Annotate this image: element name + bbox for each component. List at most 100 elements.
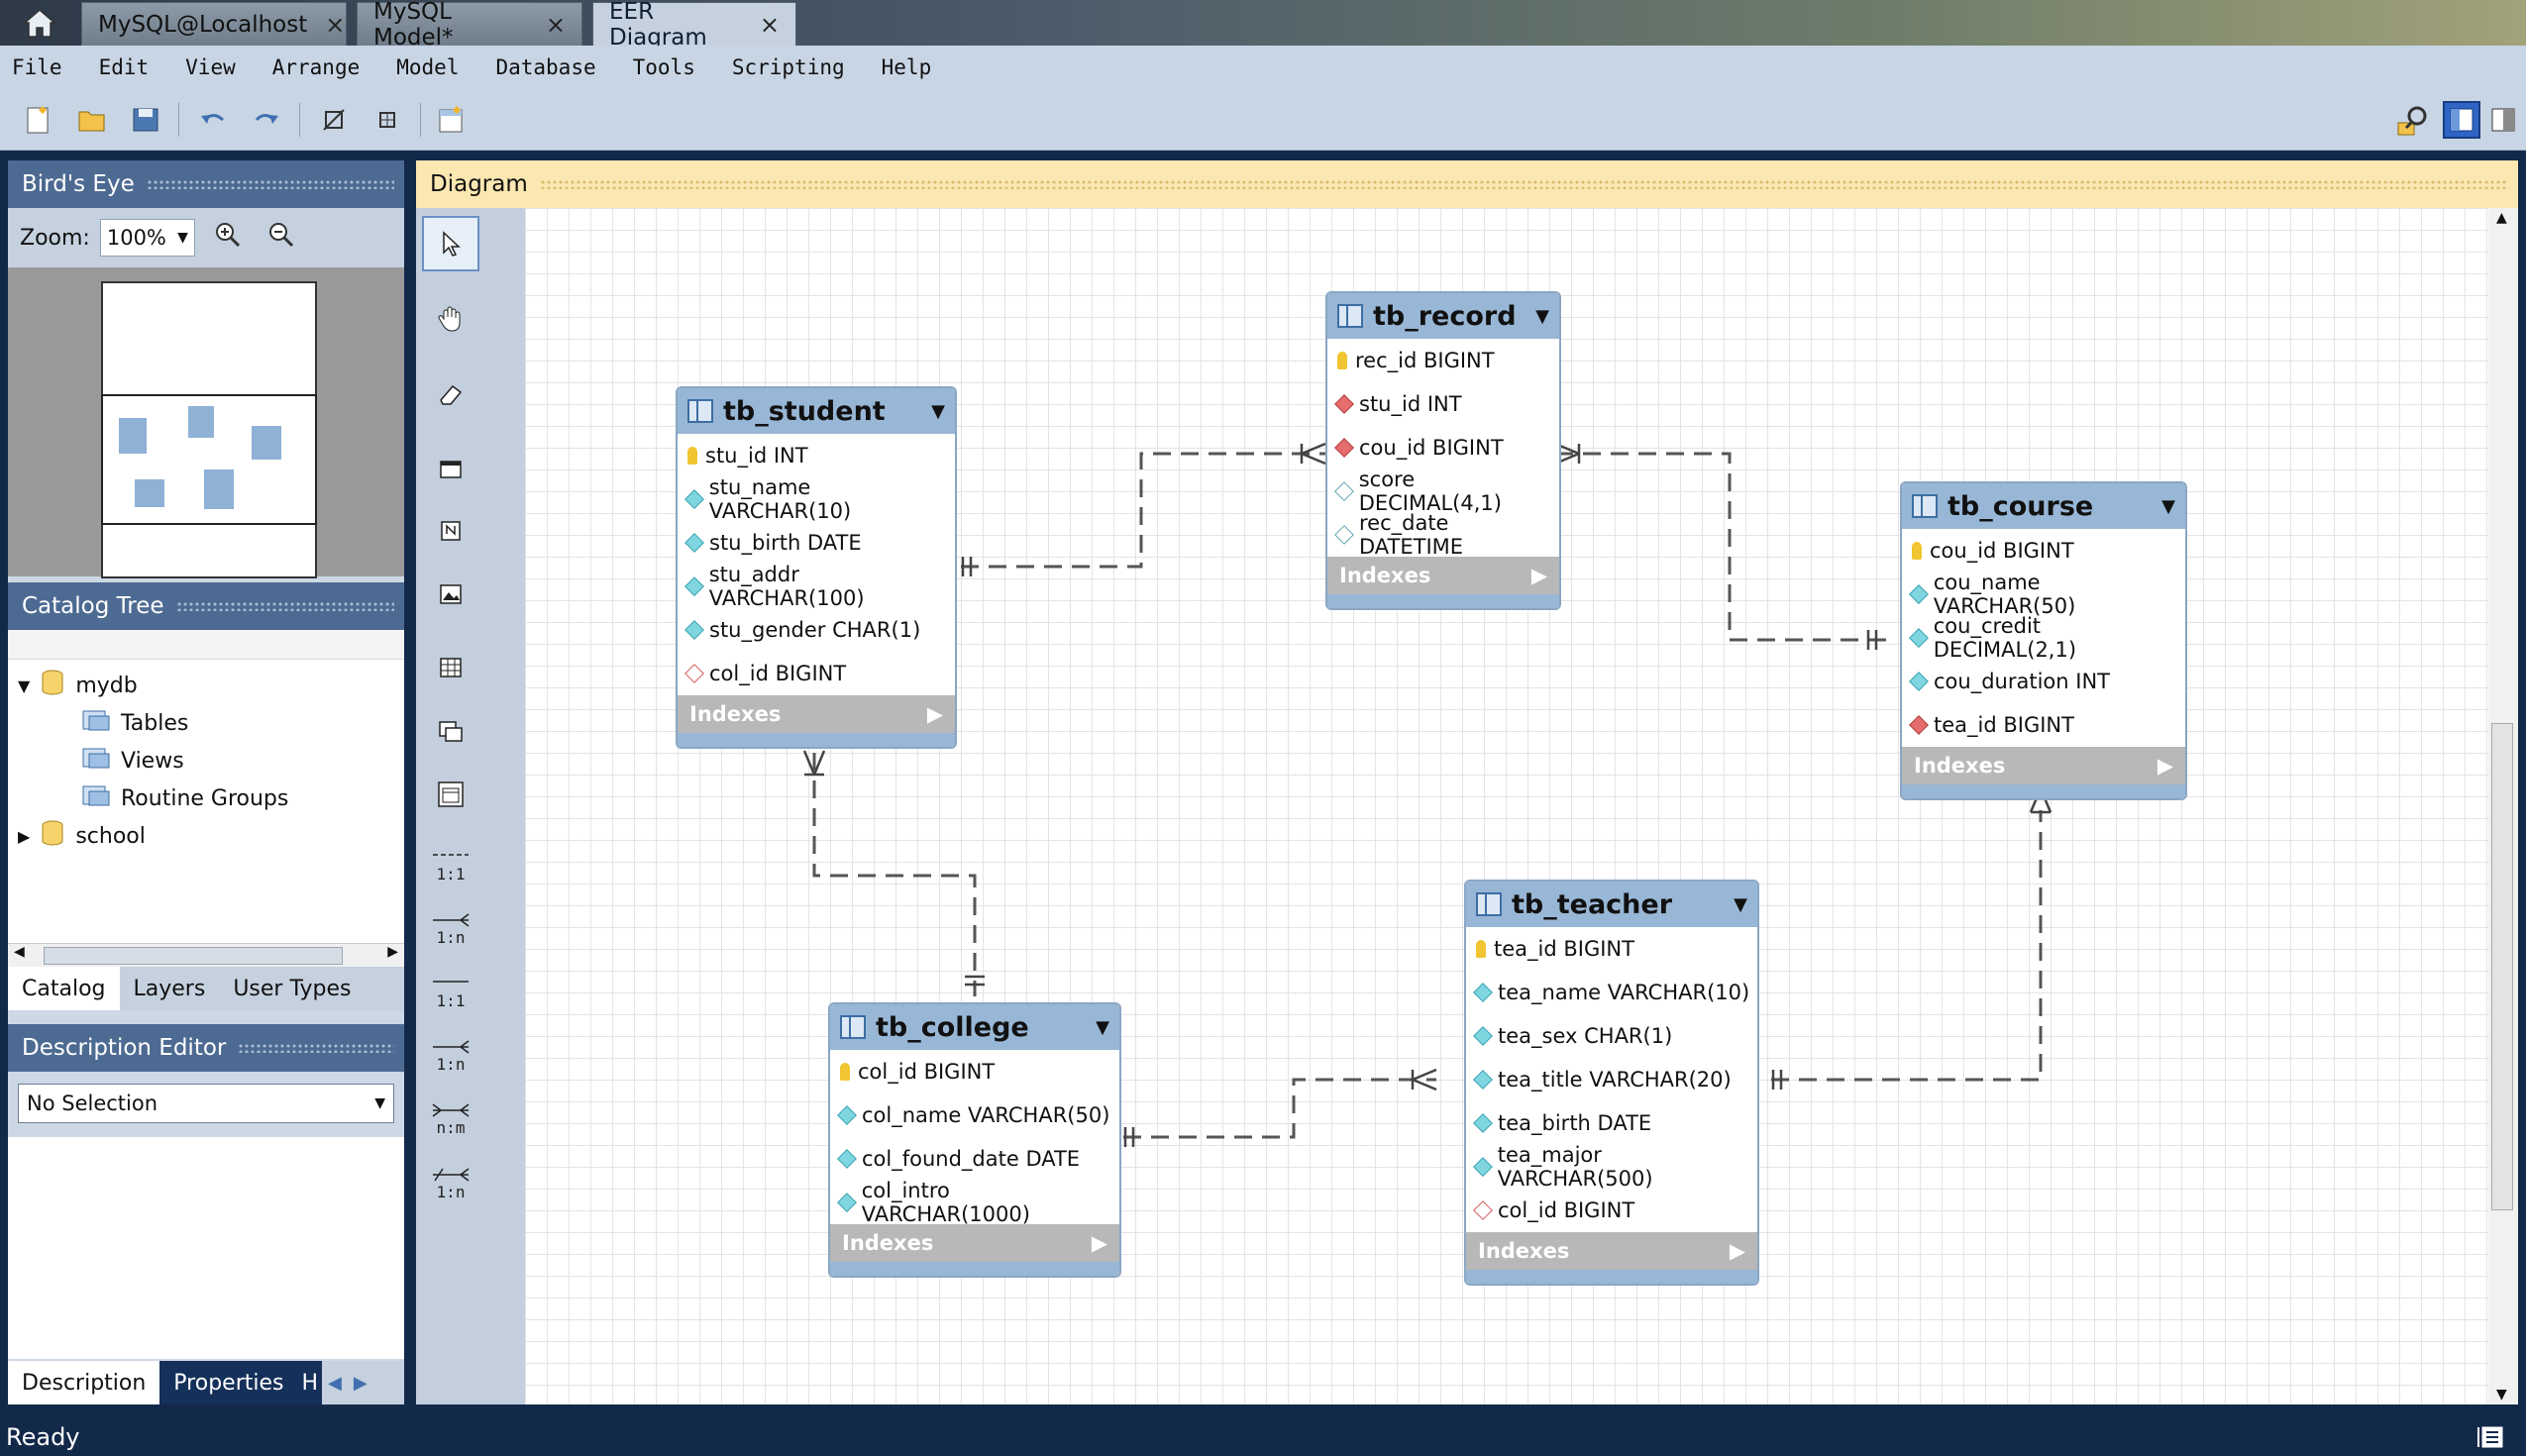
- column-row[interactable]: tea_major VARCHAR(500): [1466, 1143, 1757, 1191]
- zoom-out-icon[interactable]: [266, 220, 296, 256]
- column-row[interactable]: rec_date DATETIME: [1327, 511, 1559, 559]
- close-icon[interactable]: ×: [325, 10, 346, 39]
- image-tool-icon[interactable]: [422, 567, 479, 622]
- zoom-select[interactable]: 100% ▼: [99, 219, 195, 257]
- column-row[interactable]: tea_id BIGINT: [1902, 703, 2185, 747]
- indexes-section[interactable]: Indexes▶: [1327, 557, 1559, 594]
- table-header[interactable]: tb_student▼: [678, 388, 955, 434]
- column-row[interactable]: stu_gender CHAR(1): [678, 608, 955, 652]
- column-row[interactable]: col_intro VARCHAR(1000): [830, 1179, 1119, 1226]
- column-row[interactable]: stu_addr VARCHAR(100): [678, 563, 955, 610]
- table-header[interactable]: tb_record▼: [1327, 293, 1559, 339]
- new-diagram-icon[interactable]: [432, 101, 470, 139]
- collapse-arrow-icon[interactable]: ▼: [931, 400, 945, 422]
- table-tb-college[interactable]: tb_college▼ col_id BIGINT col_name VARCH…: [828, 1002, 1121, 1278]
- expand-arrow-icon[interactable]: ▶: [1091, 1231, 1107, 1255]
- column-row[interactable]: col_id BIGINT: [678, 652, 955, 695]
- tab-properties[interactable]: Properties: [159, 1361, 298, 1404]
- menu-scripting[interactable]: Scripting: [731, 55, 845, 79]
- expand-arrow-icon[interactable]: ▶: [1729, 1239, 1745, 1263]
- relation-n-m-tool[interactable]: n:m: [422, 1092, 479, 1147]
- save-icon[interactable]: [127, 101, 164, 139]
- birds-eye-viewport[interactable]: [101, 394, 317, 525]
- tab-mysql-localhost[interactable]: MySQL@Localhost ×: [81, 2, 347, 46]
- toggle-grid-icon[interactable]: [315, 101, 353, 139]
- close-icon[interactable]: ×: [545, 10, 566, 39]
- tab-mysql-model[interactable]: MySQL Model* ×: [357, 0, 582, 51]
- table-tb-course[interactable]: tb_course▼ cou_id BIGINT cou_name VARCHA…: [1900, 481, 2187, 800]
- note-tool-icon[interactable]: [422, 503, 479, 559]
- collapse-arrow-icon[interactable]: ▼: [1535, 305, 1549, 327]
- table-header[interactable]: tb_teacher▼: [1466, 882, 1757, 927]
- column-row[interactable]: stu_id INT: [678, 434, 955, 477]
- column-row[interactable]: cou_name VARCHAR(50): [1902, 571, 2185, 618]
- tab-user-types[interactable]: User Types: [233, 976, 352, 1001]
- menu-view[interactable]: View: [185, 55, 236, 79]
- scrollbar-thumb[interactable]: [2491, 723, 2513, 1210]
- diagram-canvas[interactable]: tb_student▼ stu_id INT stu_name VARCHAR(…: [525, 208, 2488, 1404]
- column-row[interactable]: stu_birth DATE: [678, 521, 955, 565]
- collapse-arrow-icon[interactable]: ▼: [1096, 1016, 1109, 1038]
- indexes-section[interactable]: Indexes▶: [678, 695, 955, 733]
- tab-scroll-right-icon[interactable]: ▶: [347, 1361, 373, 1404]
- expand-arrow-icon[interactable]: ▶: [2157, 754, 2173, 778]
- birds-eye-view[interactable]: [8, 267, 404, 578]
- column-row[interactable]: tea_name VARCHAR(10): [1466, 971, 1757, 1014]
- description-object-select[interactable]: No Selection ▼: [18, 1084, 394, 1123]
- scroll-left-icon[interactable]: ◀: [14, 944, 25, 960]
- tab-layers[interactable]: Layers: [133, 976, 206, 1001]
- column-row[interactable]: cou_id BIGINT: [1902, 529, 2185, 572]
- menu-file[interactable]: File: [12, 55, 62, 79]
- table-header[interactable]: tb_course▼: [1902, 483, 2185, 529]
- column-row[interactable]: col_id BIGINT: [830, 1050, 1119, 1093]
- indexes-section[interactable]: Indexes▶: [1466, 1232, 1757, 1270]
- column-row[interactable]: tea_title VARCHAR(20): [1466, 1058, 1757, 1101]
- tree-item-routine-groups[interactable]: Routine Groups: [81, 780, 288, 816]
- new-document-icon[interactable]: [20, 101, 57, 139]
- menu-model[interactable]: Model: [396, 55, 460, 79]
- tree-horizontal-scrollbar[interactable]: ◀ ▶: [8, 943, 404, 967]
- expanded-arrow-icon[interactable]: ▼: [18, 676, 31, 695]
- relation-1-1-identifying-tool[interactable]: 1:1: [422, 965, 479, 1020]
- column-row[interactable]: tea_sex CHAR(1): [1466, 1014, 1757, 1058]
- expand-arrow-icon[interactable]: ▶: [926, 702, 943, 726]
- tree-item-views[interactable]: Views: [81, 743, 184, 779]
- hand-tool-icon[interactable]: [422, 291, 479, 347]
- menu-edit[interactable]: Edit: [98, 55, 150, 79]
- menu-database[interactable]: Database: [495, 55, 596, 79]
- close-icon[interactable]: ×: [759, 10, 780, 39]
- tree-item-school[interactable]: ▶ school: [18, 818, 146, 854]
- column-row[interactable]: tea_id BIGINT: [1466, 927, 1757, 971]
- zoom-in-icon[interactable]: [213, 220, 243, 256]
- relation-1-n-identifying-tool[interactable]: 1:n: [422, 1028, 479, 1084]
- table-tool-icon[interactable]: [422, 640, 479, 695]
- table-header[interactable]: tb_college▼: [830, 1004, 1119, 1050]
- eraser-tool-icon[interactable]: [422, 366, 479, 422]
- expand-arrow-icon[interactable]: ▶: [1530, 564, 1547, 587]
- menu-arrange[interactable]: Arrange: [271, 55, 361, 79]
- tab-history[interactable]: H: [297, 1361, 323, 1404]
- redo-icon[interactable]: [248, 101, 285, 139]
- column-row[interactable]: score DECIMAL(4,1): [1327, 468, 1559, 515]
- align-grid-icon[interactable]: [368, 101, 406, 139]
- menu-help[interactable]: Help: [881, 55, 932, 79]
- column-row[interactable]: col_id BIGINT: [1466, 1189, 1757, 1232]
- tab-description[interactable]: Description: [8, 1361, 160, 1404]
- column-row[interactable]: col_name VARCHAR(50): [830, 1093, 1119, 1137]
- home-icon[interactable]: [0, 0, 79, 46]
- tree-item-mydb[interactable]: ▼ mydb: [18, 668, 138, 703]
- tab-catalog[interactable]: Catalog: [8, 967, 120, 1010]
- relation-1-n-tool[interactable]: 1:n: [422, 901, 479, 957]
- scrollbar-thumb[interactable]: [44, 947, 343, 965]
- toggle-panel-icon[interactable]: [2484, 101, 2522, 139]
- table-tb-student[interactable]: tb_student▼ stu_id INT stu_name VARCHAR(…: [676, 386, 957, 749]
- scroll-right-icon[interactable]: ▶: [387, 944, 398, 960]
- column-row[interactable]: stu_id INT: [1327, 382, 1559, 426]
- description-textarea[interactable]: [8, 1137, 404, 1359]
- table-tb-teacher[interactable]: tb_teacher▼ tea_id BIGINT tea_name VARCH…: [1464, 880, 1759, 1286]
- column-row[interactable]: cou_credit DECIMAL(2,1): [1902, 614, 2185, 662]
- pointer-tool-icon[interactable]: [422, 216, 479, 271]
- diagram-vertical-scrollbar[interactable]: ▲ ▼: [2488, 208, 2518, 1404]
- toggle-sidebar-icon[interactable]: [2443, 101, 2480, 139]
- column-row[interactable]: stu_name VARCHAR(10): [678, 475, 955, 523]
